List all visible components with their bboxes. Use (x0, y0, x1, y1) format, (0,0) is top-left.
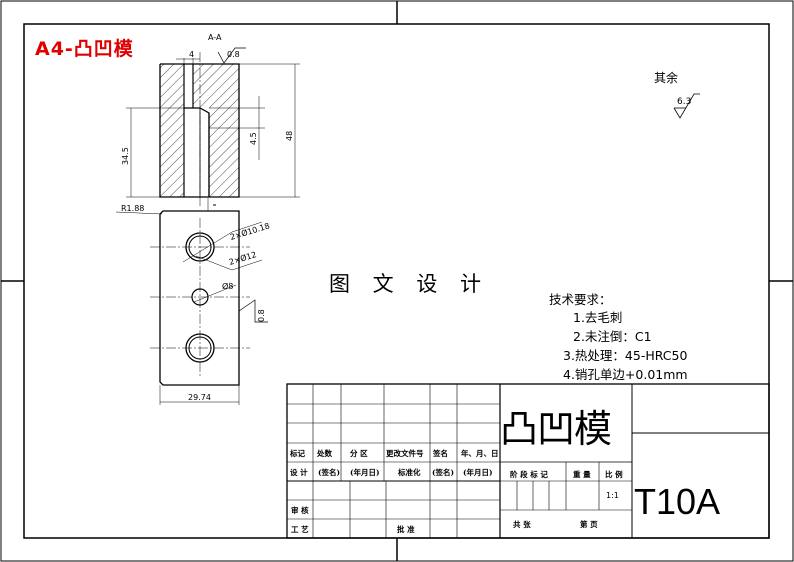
label-process: 工 艺 (291, 525, 309, 534)
label-doc: 更改文件号 (386, 449, 424, 458)
label-mark: 标记 (290, 449, 305, 458)
roughness-default-value: 6.3 (677, 97, 691, 107)
label-design-sign: (签名) (318, 468, 341, 477)
dim-34-5: 34.5 (121, 147, 130, 165)
label-page: 第 页 (580, 520, 598, 529)
dim-width: 29.74 (188, 393, 211, 402)
dim-hole2: 2×Ø12 (228, 249, 258, 267)
label-standard: 标准化 (398, 468, 421, 477)
part-name: 凸凹模 (500, 407, 612, 451)
section-view (126, 47, 300, 206)
dim-hole1: 2×Ø10.18 (229, 220, 271, 242)
requirement-item: 2.未注倒：C1 (573, 329, 652, 344)
roughness-default-symbol: 6.3 其余 (654, 70, 700, 119)
label-scale: 比 例 (605, 470, 623, 479)
plan-view (115, 198, 268, 405)
requirement-item: 1.去毛刺 (573, 310, 623, 325)
label-stage: 阶 段 标 记 (510, 470, 548, 479)
dim-hole3: Ø8 (222, 281, 233, 291)
requirement-item: 3.热处理：45-HRC50 (563, 348, 688, 363)
dim-4-5: 4.5 (249, 132, 258, 145)
label-count: 处数 (317, 449, 332, 458)
label-weight: 重 量 (573, 470, 591, 479)
label-std-sign: (签名) (432, 468, 455, 477)
roughness-side-value: 0.8 (257, 309, 266, 322)
label-zone: 分 区 (350, 449, 368, 458)
label-approve: 批 准 (397, 525, 415, 534)
dim-radius: R1.88 (121, 204, 144, 213)
label-review: 审 核 (291, 506, 309, 515)
label-design-date: (年月日) (350, 468, 380, 477)
label-design: 设 计 (290, 468, 308, 477)
drawing-code: T10A (634, 481, 721, 522)
label-total-sheets: 共 张 (513, 520, 531, 529)
dim-48: 48 (285, 131, 294, 141)
label-std-date: (年月日) (463, 468, 493, 477)
watermark: 图 文 设 计 (329, 272, 490, 296)
requirement-item: 4.销孔单边+0.01mm (563, 367, 688, 382)
dim-slot-width: 4 (189, 50, 194, 59)
drawing-title: A4-凸凹模 (35, 38, 134, 60)
roughness-default-label: 其余 (654, 70, 678, 85)
requirements-heading: 技术要求： (549, 292, 612, 307)
section-label: A-A (208, 33, 222, 42)
scale-value: 1:1 (606, 491, 619, 500)
label-sign: 签名 (433, 449, 448, 458)
roughness-top-value: 0.8 (227, 50, 240, 59)
label-date: 年、月、日 (461, 449, 499, 458)
title-block (286, 383, 770, 539)
